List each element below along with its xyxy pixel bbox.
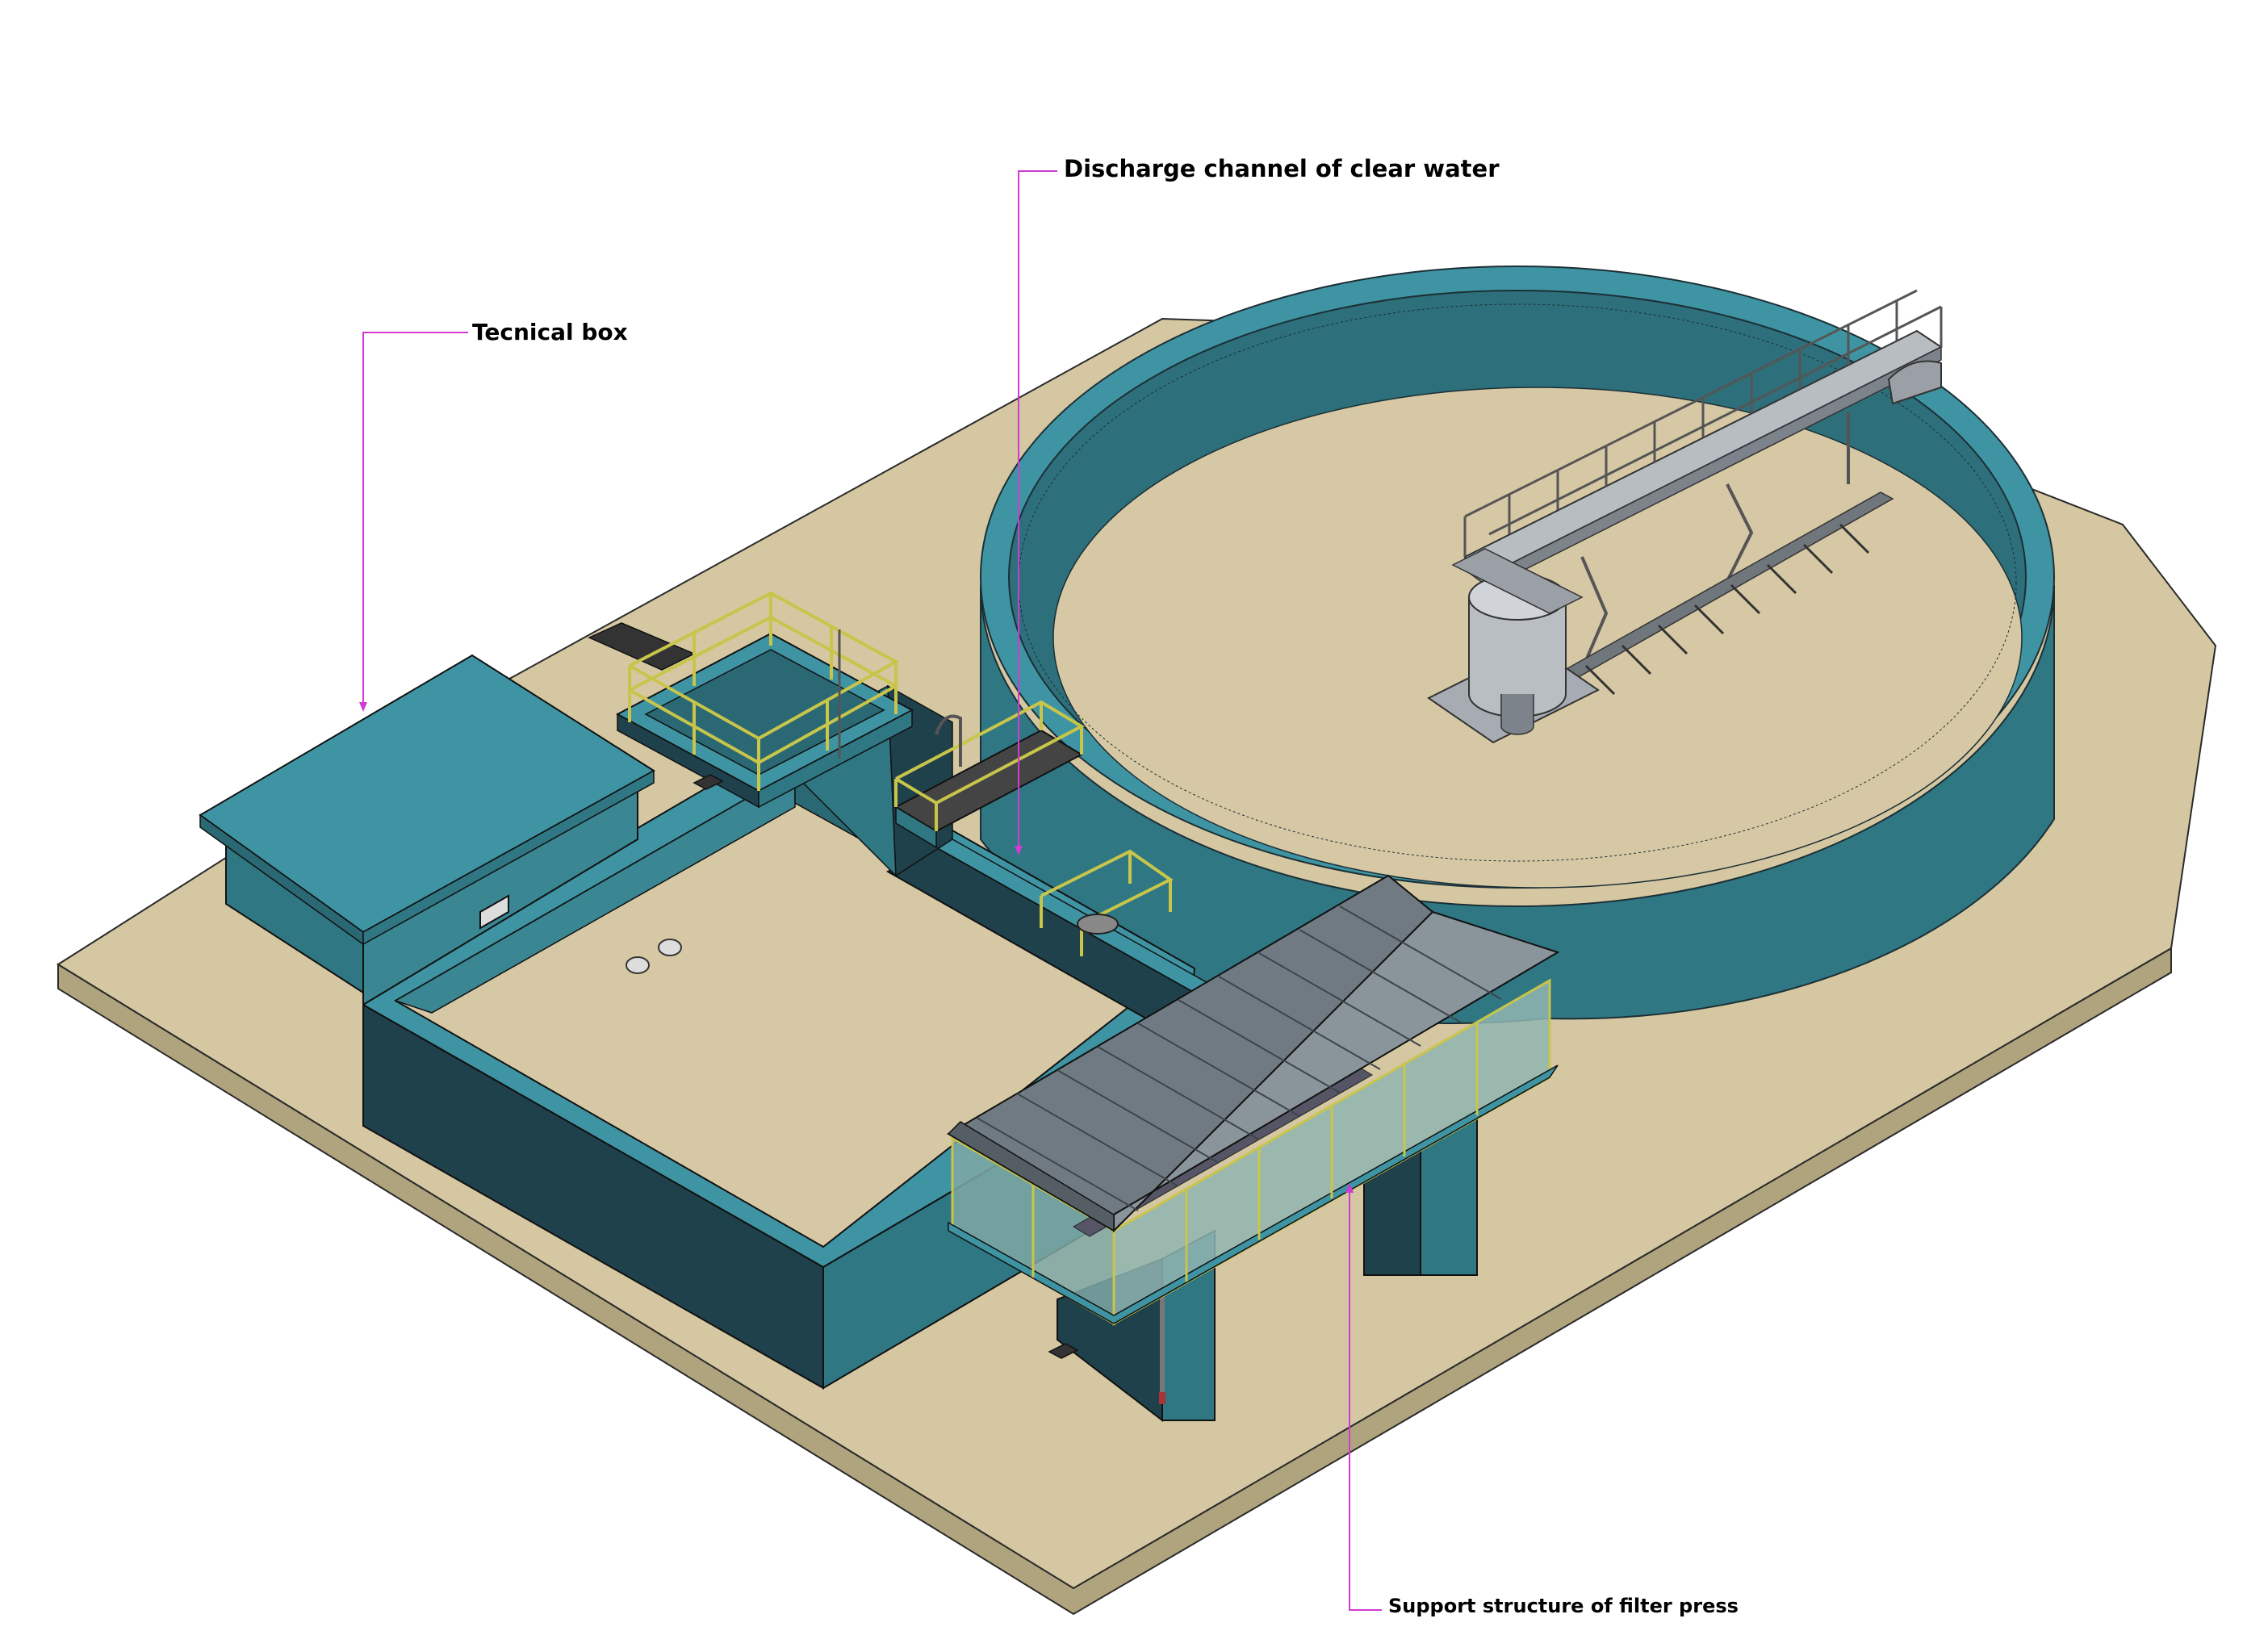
bridge-trusses: [1580, 412, 1850, 671]
leader-support: [1349, 1185, 1382, 1611]
technical-box-building: [199, 654, 655, 1006]
inlet-chamber: [588, 591, 914, 809]
manholes: [693, 774, 1079, 1359]
leader-tech-box: [362, 332, 468, 710]
bridge-handrails: [1463, 289, 1943, 557]
leader-arrowheads: [359, 702, 1354, 1193]
filter-press-building: [947, 874, 1560, 1423]
leader-discharge: [1018, 170, 1057, 854]
pipe-outlet: [658, 939, 682, 956]
scraper-bridge: [1427, 289, 1943, 744]
yellow-railing: [628, 591, 900, 791]
valve-platform: [893, 700, 1174, 956]
label-discharge-channel: Discharge channel of clear water: [1064, 155, 1500, 182]
leader-lines: [362, 170, 1382, 1611]
label-technical-box: Tecnical box: [472, 319, 628, 345]
pipe-outlet: [626, 956, 650, 974]
roof-ribs: [976, 905, 1502, 1211]
tech-box-vent: [479, 894, 509, 930]
central-drive: [1427, 548, 1600, 744]
bridge-end-carriage: [1887, 360, 1942, 405]
label-support-structure: Support structure of filter press: [1388, 1595, 1739, 1617]
scraper-blades: [1584, 523, 1870, 696]
